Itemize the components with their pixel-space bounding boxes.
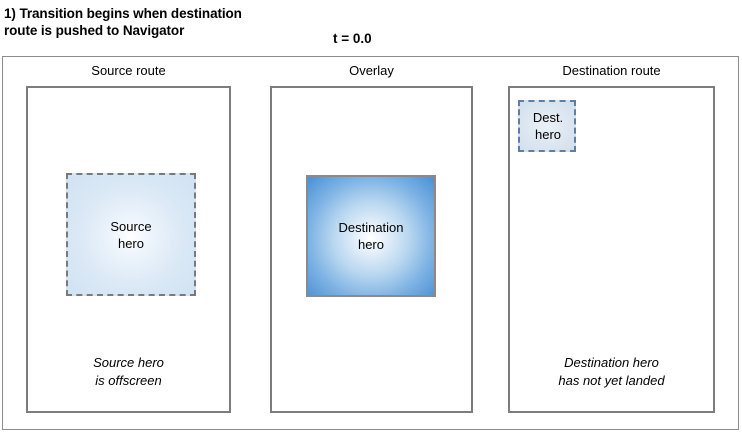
source-hero-label: Source hero — [110, 218, 151, 252]
overlay-hero-label: Destination hero — [338, 219, 403, 253]
page-title: 1) Transition begins when destination ro… — [4, 5, 324, 39]
page-title-line-1: 1) Transition begins when destination — [4, 6, 242, 21]
overlay-hero-label-line-2: hero — [357, 237, 384, 252]
panel-title-overlay: Overlay — [349, 63, 394, 78]
caption-destination: Destination hero has not yet landed — [508, 354, 715, 390]
destination-hero-label-line-2: hero — [534, 127, 562, 142]
overlay-hero-box: Destination hero — [306, 175, 436, 297]
overlay-hero-label-line-1: Destination — [338, 220, 404, 235]
caption-source-line-2: is offscreen — [95, 373, 162, 388]
time-label: t = 0.0 — [333, 31, 372, 46]
destination-hero-box: Dest. hero — [518, 100, 576, 152]
source-hero-label-line-1: Source — [110, 218, 152, 234]
caption-destination-line-1: Destination hero — [564, 355, 659, 370]
destination-hero-label-line-1: Dest. — [532, 110, 564, 125]
panel-title-destination: Destination route — [562, 63, 661, 78]
diagram-header: 1) Transition begins when destination ro… — [0, 0, 742, 76]
panel-title-source: Source route — [91, 63, 166, 78]
caption-destination-line-2: has not yet landed — [558, 373, 665, 388]
page-title-line-2: route is pushed to Navigator — [4, 23, 185, 38]
caption-source: Source hero is offscreen — [26, 354, 231, 390]
source-hero-label-line-2: hero — [117, 235, 144, 251]
destination-hero-label: Dest. hero — [533, 109, 563, 143]
source-hero-box: Source hero — [66, 173, 196, 296]
caption-source-line-1: Source hero — [93, 355, 164, 370]
